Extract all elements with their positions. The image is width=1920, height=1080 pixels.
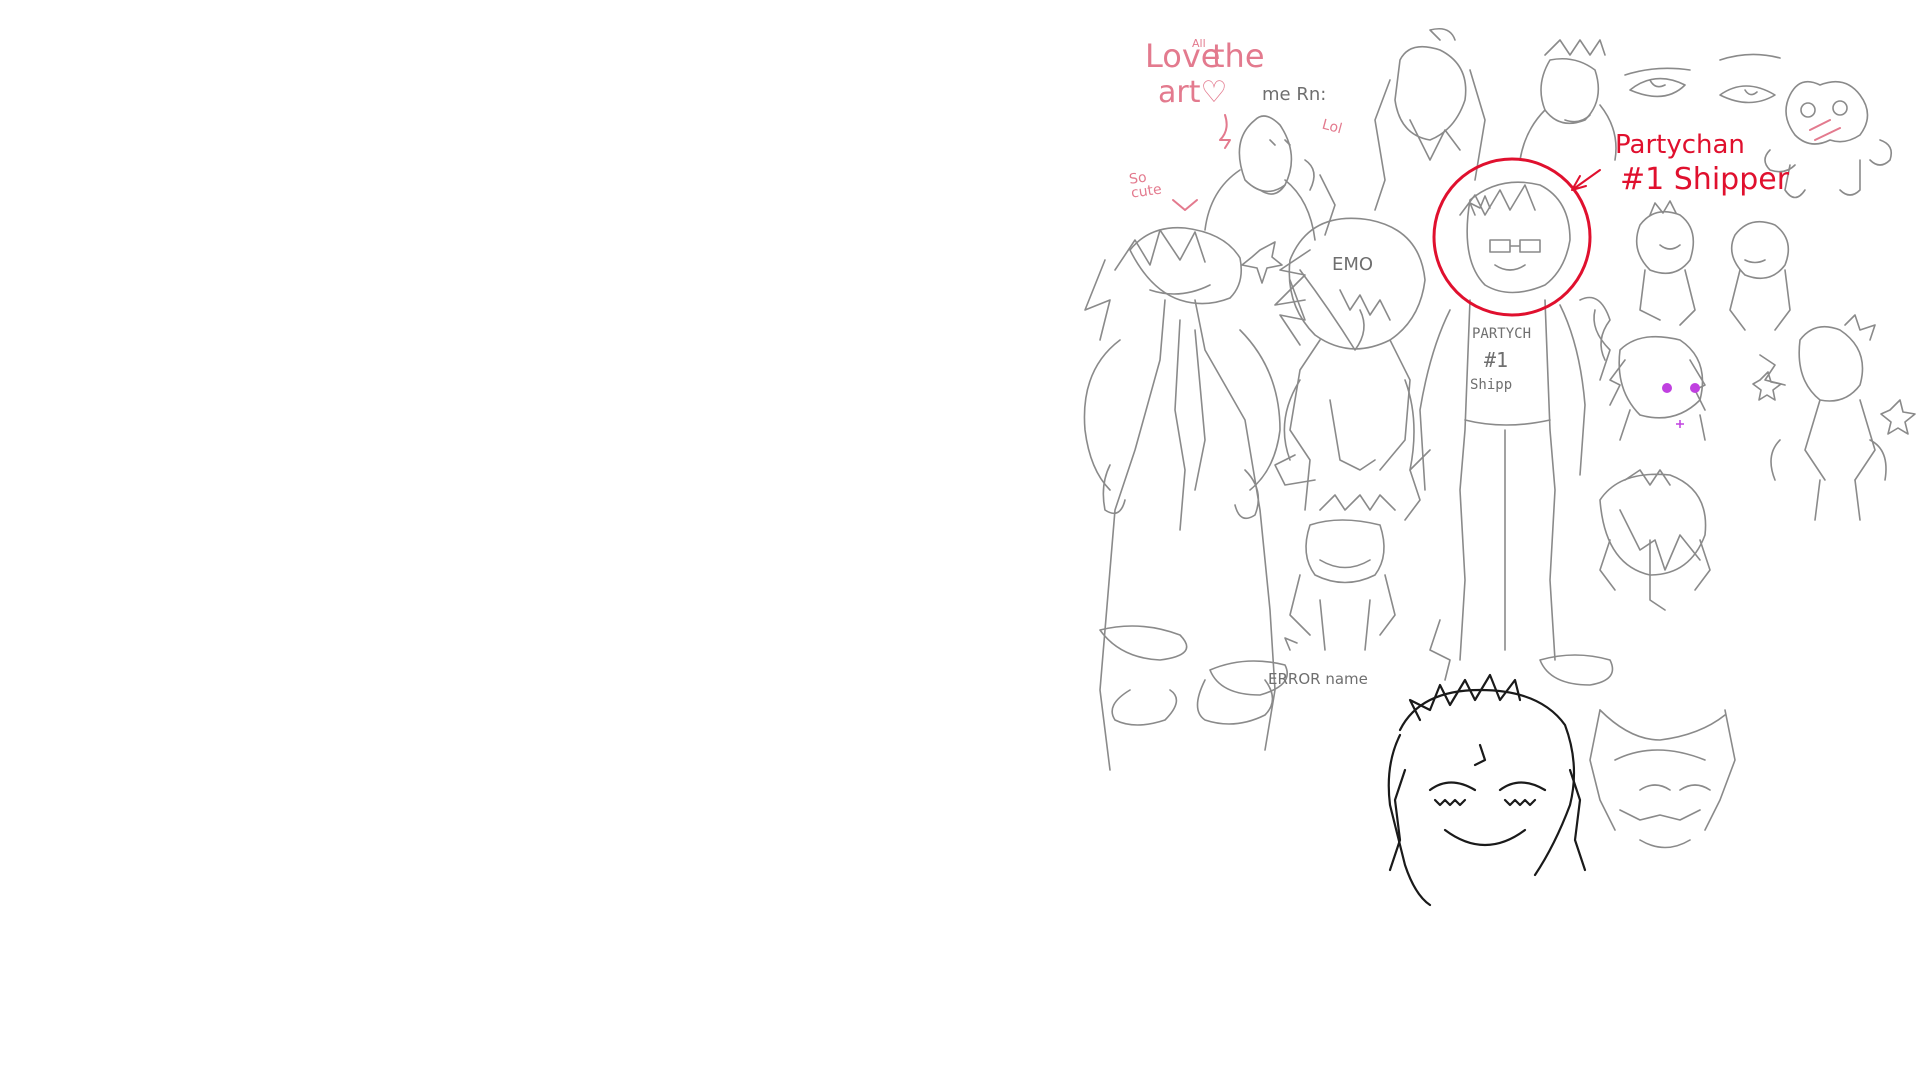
me-rn-figure-sketch bbox=[1204, 115, 1336, 241]
partychan-text: Partychan bbox=[1615, 130, 1745, 160]
pink-arrows-drawing bbox=[1172, 114, 1841, 211]
error-name-text: ERROR name bbox=[1268, 670, 1368, 688]
shipper-text: #1 Shipper bbox=[1620, 162, 1790, 197]
art-heart-text: art♡ bbox=[1158, 75, 1228, 110]
shirt-line1: PARTYCH bbox=[1472, 326, 1532, 342]
bow-character-sketch bbox=[1599, 469, 1711, 611]
shirt-line2: #1 bbox=[1484, 348, 1509, 372]
me-rn-text: me Rn: bbox=[1262, 84, 1327, 105]
shirt-line3: Shipp bbox=[1470, 377, 1513, 393]
emo-text: EMO bbox=[1332, 254, 1374, 275]
chibi-top-right-sketch bbox=[1764, 80, 1893, 199]
so-cute-text: So cute bbox=[1128, 169, 1163, 202]
error-name-figure-sketch bbox=[1284, 494, 1396, 651]
dark-face-sketch bbox=[1387, 673, 1587, 907]
light-face-sketch bbox=[1589, 709, 1736, 849]
love-text: Love bbox=[1145, 37, 1221, 75]
eyes-studies-sketch bbox=[1624, 53, 1781, 104]
purple-eyes-face-sketch bbox=[1662, 383, 1700, 428]
top-characters-sketch bbox=[1374, 27, 1617, 211]
red-arrow-drawing bbox=[1571, 169, 1601, 191]
right-column-characters-sketch bbox=[1609, 200, 1916, 521]
robed-character-sketch bbox=[1083, 226, 1306, 771]
all-text: All bbox=[1192, 37, 1206, 50]
red-highlight-circle bbox=[1432, 157, 1592, 317]
emo-character-sketch bbox=[1274, 217, 1426, 511]
partychan-character-sketch bbox=[1404, 181, 1614, 686]
the-text: the bbox=[1212, 37, 1265, 75]
